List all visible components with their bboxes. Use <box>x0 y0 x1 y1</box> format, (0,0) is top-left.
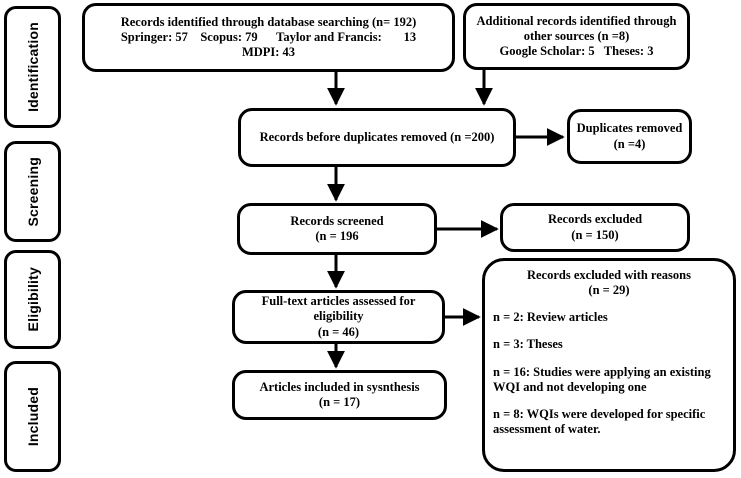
reasons-heading-line-2: (n = 29) <box>588 283 630 297</box>
node-line-1: Articles included in sysnthesis <box>259 379 420 394</box>
stage-label-identification: Identification <box>24 22 41 112</box>
node-line-2: (n = 17) <box>318 395 361 409</box>
reason-item: n = 2: Review articles <box>493 310 608 324</box>
stage-label-included: Included <box>24 386 41 447</box>
node-line-3: Google Scholar: 5 Theses: 3 <box>499 44 654 59</box>
node-line-1: Additional records identified through <box>476 13 677 28</box>
node-line-2: (n = 150) <box>571 227 619 242</box>
stage-box-screening: Screening <box>4 141 61 242</box>
stage-box-included: Included <box>4 361 61 472</box>
node-fulltext-articles-assessed: Full-text articles assessed for eligibil… <box>232 290 445 344</box>
node-line-2: Springer: 57 Scopus: 79 Taylor and Franc… <box>120 29 417 44</box>
node-articles-included-synthesis: Articles included in sysnthesis (n = 17) <box>232 370 447 420</box>
node-records-before-duplicates-removed: Records before duplicates removed (n =20… <box>238 108 516 167</box>
node-duplicates-removed: Duplicates removed (n =4) <box>567 109 692 164</box>
node-line-1: Records excluded <box>547 212 643 227</box>
reason-item: n = 3: Theses <box>493 337 563 352</box>
node-records-identified-database: Records identified through database sear… <box>82 3 455 72</box>
node-additional-records-other-sources: Additional records identified through ot… <box>463 3 690 70</box>
node-records-excluded-with-reasons: Records excluded with reasons (n = 29) n… <box>482 258 736 472</box>
node-line-2: other sources (n =8) <box>523 28 630 43</box>
node-records-excluded: Records excluded (n = 150) <box>500 203 690 252</box>
node-records-screened: Records screened (n = 196 <box>237 203 437 255</box>
reason-item: n = 16: Studies were applying an existin… <box>493 364 711 394</box>
stage-label-eligibility: Eligibility <box>24 267 41 332</box>
stage-box-eligibility: Eligibility <box>4 250 61 349</box>
node-line-1: Records identified through database sear… <box>120 14 417 29</box>
node-line-2: (n =4) <box>613 136 646 151</box>
node-line-3: (n = 46) <box>317 324 360 339</box>
node-line-1: Records screened <box>290 213 384 228</box>
node-line-1: Duplicates removed <box>576 121 683 136</box>
node-line-1: Full-text articles assessed for <box>261 294 416 309</box>
node-line-2: eligibility <box>313 309 364 324</box>
stage-box-identification: Identification <box>4 6 61 128</box>
node-line-1: Records before duplicates removed (n =20… <box>259 129 495 144</box>
node-line-2: (n = 196 <box>315 229 359 243</box>
node-line-3: MDPI: 43 <box>241 45 296 60</box>
reason-item: n = 8: WQIs were developed for specific … <box>493 407 706 437</box>
reasons-heading-line-1: Records excluded with reasons <box>526 268 691 282</box>
stage-label-screening: Screening <box>24 156 41 227</box>
